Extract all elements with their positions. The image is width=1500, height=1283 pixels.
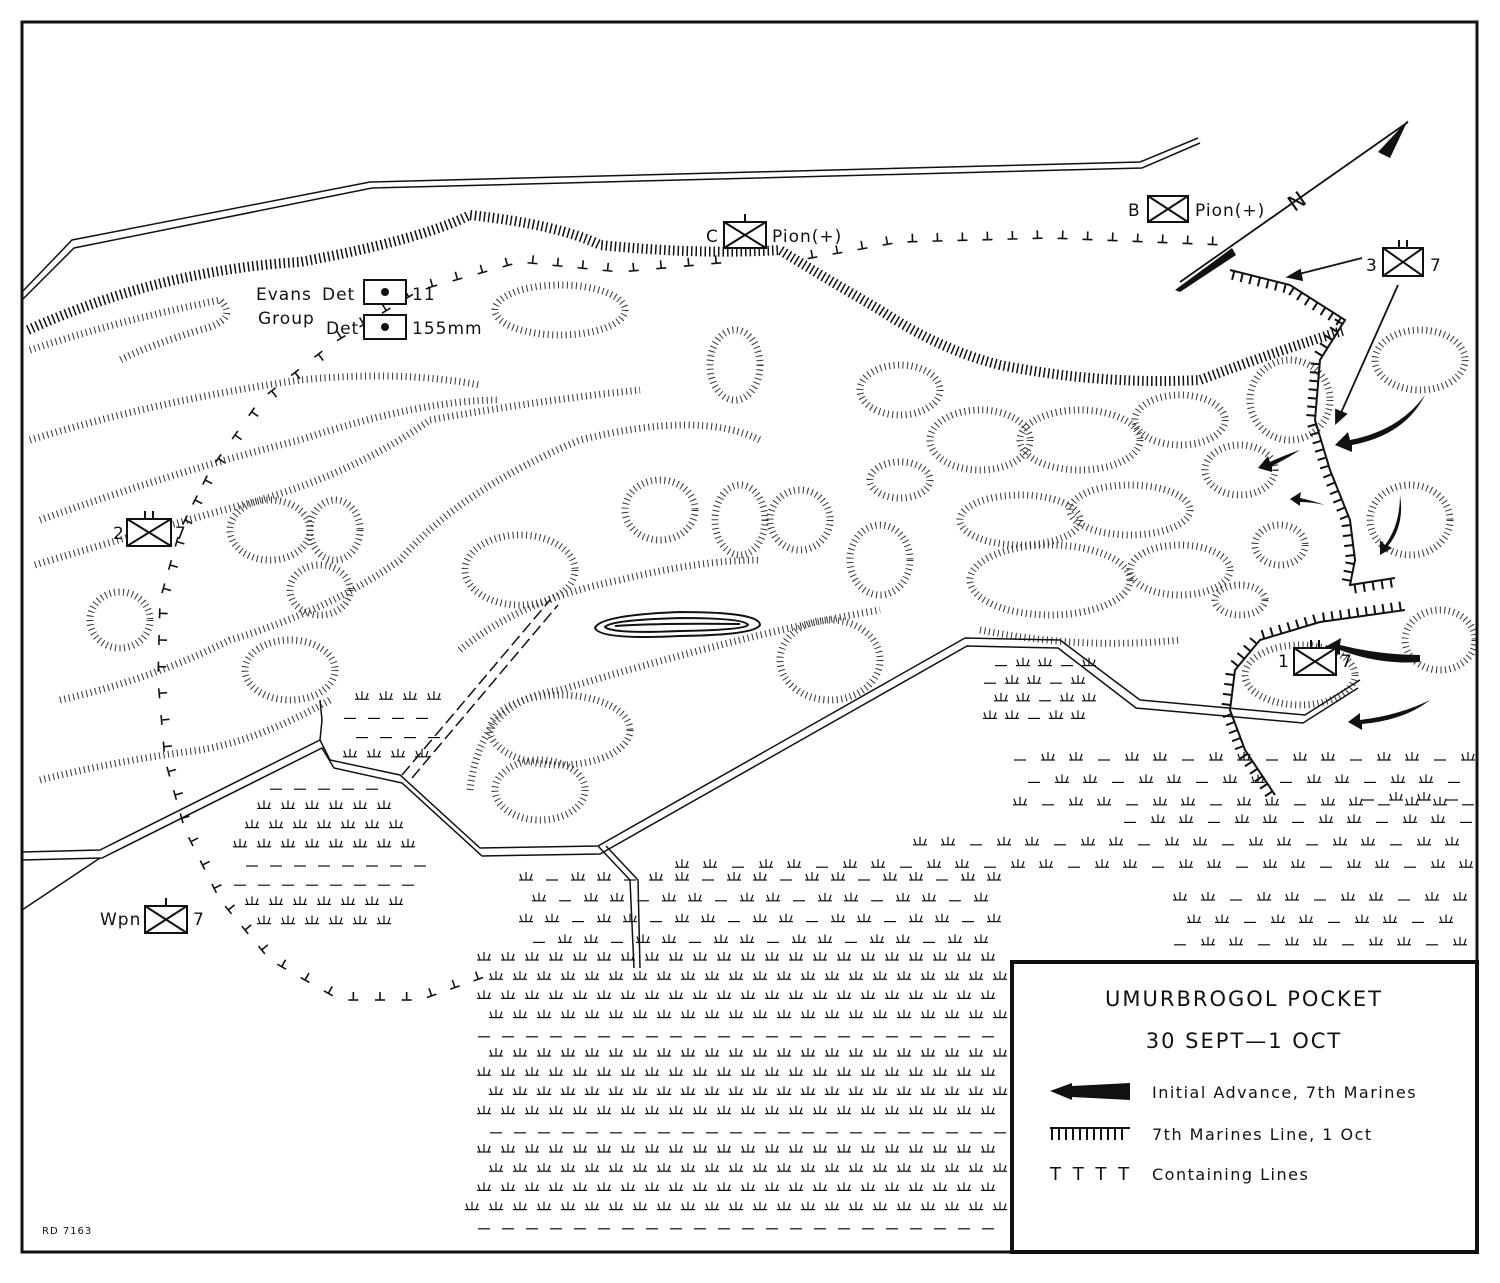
containing-line [157,230,1218,1001]
evans-line1: Evans [256,285,312,305]
map-reference: RD 7163 [42,1226,92,1237]
marsh [233,657,1475,1230]
unit-wpn-suffix: 7 [193,910,205,930]
hill-contours [28,281,1479,824]
unit-3-prefix: 3 [1366,256,1378,276]
unit-1-prefix: 1 [1278,652,1290,672]
unit-wpn-prefix: Wpn [100,910,141,930]
cliff-escarpment [25,209,1347,386]
unit-2-7: 2 7 [113,511,187,547]
legend-containing-label: Containing Lines [1152,1165,1309,1184]
legend-advance-label: Initial Advance, 7th Marines [1152,1083,1417,1102]
unit-b-prefix: B [1128,201,1141,221]
unit-2-suffix: 7 [175,524,187,544]
legend-advance-symbol [1050,1083,1130,1100]
map-date: 30 SEPT—1 OCT [1146,1029,1343,1053]
unit-c-prefix: C [706,227,719,247]
evans-line2: Group [258,309,315,329]
det155-suffix: 155mm [412,319,483,339]
map-title: UMURBROGOL POCKET [1105,987,1383,1011]
unit-2-prefix: 2 [113,524,125,544]
lake [593,610,762,638]
legend-marines-symbol [1050,1127,1130,1140]
unit-1-suffix: 7 [1341,652,1353,672]
unit-wpn-7: Wpn 7 [100,898,205,934]
evans-group: Evans Group Det 11 Det 155mm [256,279,483,340]
unit-1-7: 1 7 [1278,640,1353,676]
inland-road [21,599,1361,969]
unit-3-7: 3 7 [1366,240,1442,277]
det155-prefix: Det [326,319,359,339]
unit-c-suffix: Pion(+) [772,227,842,247]
det11-prefix: Det [322,285,355,305]
unit-b-suffix: Pion(+) [1195,201,1265,221]
coastal-road [21,137,1201,301]
det11-suffix: 11 [412,285,436,305]
legend-box: UMURBROGOL POCKET 30 SEPT—1 OCT Initial … [1010,960,1479,1254]
pointer-arrows [1285,257,1399,426]
advance-arrows [1258,395,1430,730]
legend-containing-symbol: T T T T [1049,1164,1132,1185]
unit-3-suffix: 7 [1430,256,1442,276]
marines-line [1221,269,1406,798]
unit-c-pion: C Pion(+) [706,214,842,249]
unit-b-pion: B Pion(+) [1128,195,1265,223]
legend-marines-label: 7th Marines Line, 1 Oct [1152,1125,1373,1144]
